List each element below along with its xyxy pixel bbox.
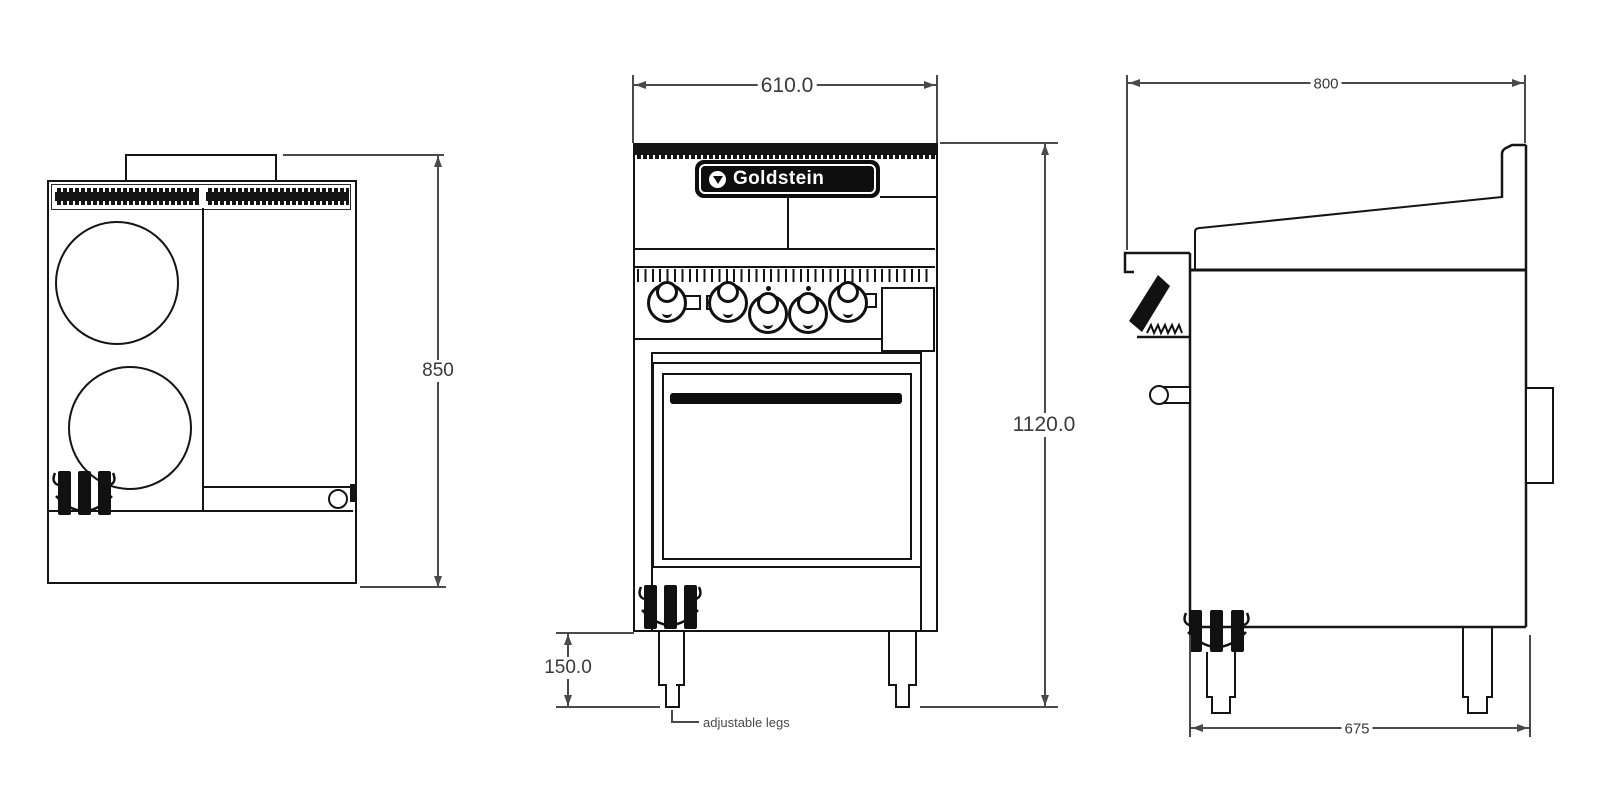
knob-notch (723, 309, 733, 318)
plan-pilot-circle (328, 489, 348, 509)
front-top-trim-band (635, 145, 936, 159)
leader-horizontal (671, 721, 699, 723)
control-knob-5 (828, 281, 868, 323)
dim-800-ext-left (1126, 75, 1128, 250)
pilot-light-1 (766, 286, 771, 291)
oven-door-handle (670, 393, 902, 404)
dim-1120-ext-bottom (920, 706, 1058, 708)
dim-150-ext-bottom (556, 706, 660, 708)
control-knob-2 (708, 281, 748, 323)
dim-150-label: 150.0 (541, 657, 595, 679)
plan-rear-tab (125, 154, 277, 182)
dim-850-arrow-down (434, 576, 442, 587)
front-leg-left-foot (665, 684, 680, 708)
front-panel-line-2 (634, 266, 935, 268)
control-knob-3 (748, 292, 788, 334)
leader-vertical (671, 710, 673, 723)
dim-675-label: 675 (1341, 720, 1373, 738)
dim-850-ext-bottom (360, 586, 446, 588)
knob-notch (843, 309, 853, 318)
plan-edge-notch (350, 484, 355, 502)
dim-610-label: 610.0 (757, 74, 817, 98)
knob-cap (656, 281, 678, 303)
front-leg-left-step-a (658, 684, 667, 686)
side-view-linework (1123, 143, 1554, 714)
adjustable-legs-note: adjustable legs (703, 715, 790, 730)
front-leg-right-step-b (908, 684, 917, 686)
dim-850-arrow-up (434, 156, 442, 167)
front-line-4 (652, 352, 922, 354)
dim-675-arrow-left (1192, 724, 1203, 732)
dim-150-ext-top (556, 632, 634, 634)
front-body-outline (633, 143, 938, 632)
plan-shelf-line (204, 486, 354, 488)
front-center-divider (787, 198, 789, 250)
dim-675-ext-right (1529, 635, 1531, 737)
dim-675-arrow-right (1517, 724, 1528, 732)
goldstein-logo-text: Goldstein (733, 168, 825, 189)
front-leg-left-l (658, 630, 660, 686)
front-vent-comb (637, 269, 933, 282)
knob-cap (757, 292, 779, 314)
dim-800-arrow-left (1129, 79, 1140, 87)
dim-610-arrow-left (635, 81, 646, 89)
plan-body-outline (47, 180, 357, 584)
dim-610-arrow-right (924, 81, 935, 89)
knob-notch (803, 320, 813, 329)
front-line-3 (634, 338, 935, 340)
goldstein-emblem-icon (709, 170, 726, 188)
knob-cap (797, 292, 819, 314)
dim-610-ext-right (936, 75, 938, 143)
dim-1120-ext-top (940, 142, 1058, 144)
dim-800-label: 800 (1310, 75, 1342, 93)
dim-850-label: 850 (419, 360, 457, 382)
dim-1120-arrow-up (1041, 144, 1049, 155)
dim-850-ext-top (283, 154, 444, 156)
front-leg-left-r (683, 630, 685, 686)
dim-1120-label: 1120.0 (1009, 413, 1079, 437)
front-leg-left-step-b (676, 684, 685, 686)
dim-1120-arrow-down (1041, 695, 1049, 706)
plan-front-band-line (49, 510, 353, 512)
control-knob-1 (647, 281, 687, 323)
front-side-panel (881, 287, 935, 352)
plan-caster-knob-cluster (52, 471, 116, 515)
dim-675-ext-left (1189, 635, 1191, 737)
plan-element-strip-left (55, 188, 199, 205)
plan-hotplate-top (55, 221, 179, 345)
front-leg-right-foot (895, 684, 910, 708)
oven-door-inner (662, 373, 912, 560)
dim-150-arrow-up (564, 634, 572, 645)
front-caster-knob-cluster (638, 585, 702, 629)
goldstein-logo: Goldstein (695, 160, 880, 198)
oven-door-outer (652, 362, 922, 568)
plan-trim-frame (51, 184, 351, 210)
dim-800-arrow-right (1512, 79, 1523, 87)
plan-element-strip-right (206, 188, 349, 205)
knob-cap (837, 281, 859, 303)
plan-hotplate-bottom (68, 366, 192, 490)
front-leg-right-l (888, 630, 890, 686)
knob-notch (763, 320, 773, 329)
front-leg-right-step-a (888, 684, 897, 686)
control-knob-4 (788, 292, 828, 334)
goldstein-logo-frame: Goldstein (699, 164, 876, 194)
front-leg-right-r (915, 630, 917, 686)
pilot-light-2 (806, 286, 811, 291)
front-panel-line-1 (634, 248, 935, 250)
dim-150-arrow-down (564, 695, 572, 706)
plan-divider-line (202, 208, 204, 512)
knob-notch (662, 309, 672, 318)
dim-610-ext-left (632, 75, 634, 143)
dim-800-ext-right (1524, 75, 1526, 143)
front-line-logo-right (880, 196, 936, 198)
knob-cap (717, 281, 739, 303)
